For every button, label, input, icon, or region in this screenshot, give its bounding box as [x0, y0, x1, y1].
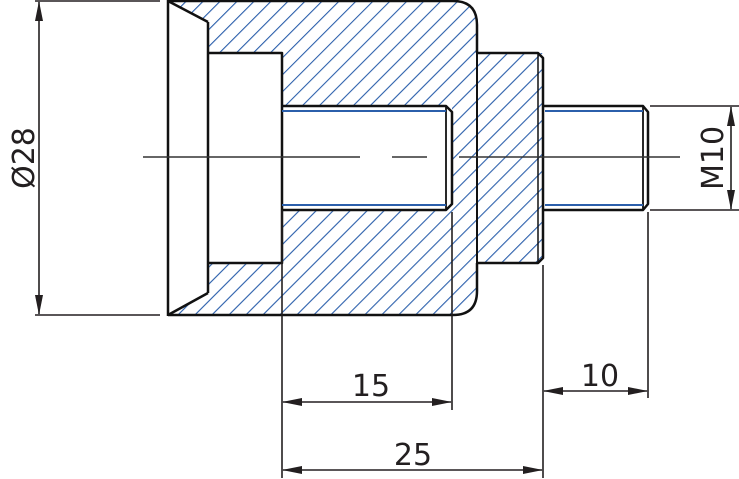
dimension-outer-diameter: Ø28: [7, 0, 160, 316]
thread-lines: [282, 110, 643, 206]
thread-label: M10: [696, 126, 731, 190]
dimension-thread: M10: [650, 105, 739, 211]
overall-length-label: 25: [394, 438, 432, 473]
bore-depth-label: 15: [352, 369, 390, 404]
dimension-overall-length: 25: [282, 438, 543, 474]
outer-diameter-label: Ø28: [7, 127, 42, 189]
section-hatch: [168, 0, 543, 316]
dimension-thread-length: 10: [543, 359, 648, 395]
extension-lines: [281, 210, 649, 478]
thread-length-label: 10: [581, 359, 619, 394]
dimension-bore-depth: 15: [282, 369, 452, 406]
